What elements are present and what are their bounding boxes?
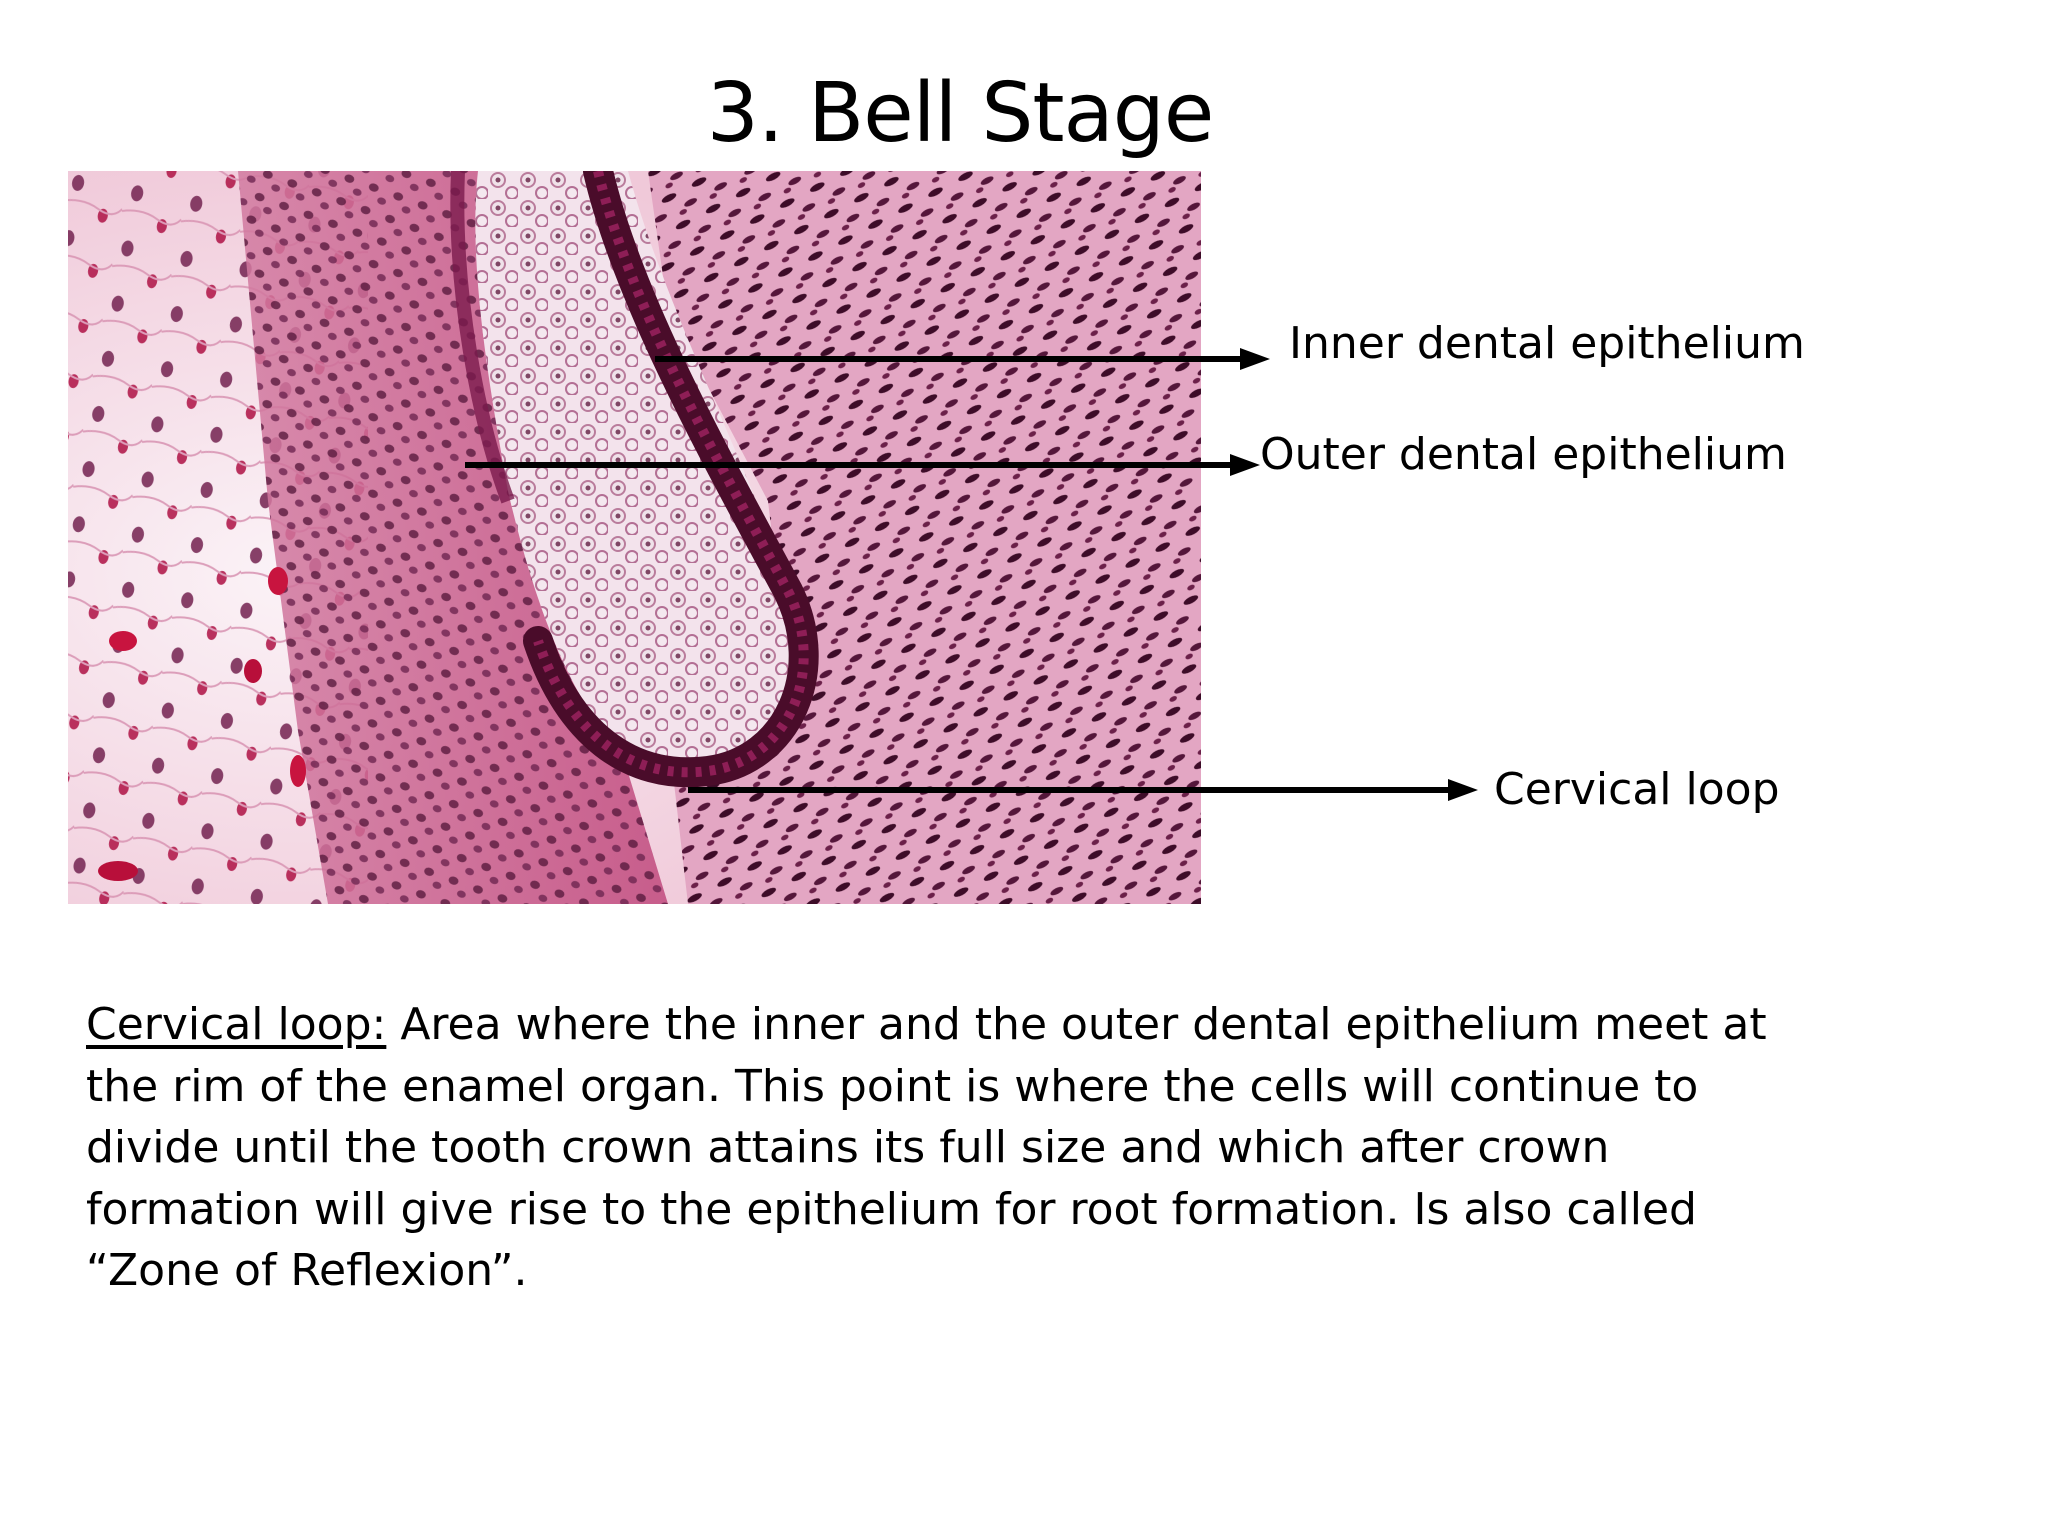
label-inner-dental-epithelium: Inner dental epithelium <box>1289 318 1805 369</box>
cervical-loop-description: Cervical loop: Area where the inner and … <box>86 994 1806 1302</box>
label-cervical-loop: Cervical loop <box>1494 764 1780 815</box>
histology-micrograph-icon <box>68 171 1201 904</box>
slide-title: 3. Bell Stage <box>706 66 1215 161</box>
description-text: Area where the inner and the outer denta… <box>86 999 1767 1296</box>
description-term: Cervical loop: <box>86 999 387 1050</box>
label-outer-dental-epithelium: Outer dental epithelium <box>1260 429 1787 480</box>
